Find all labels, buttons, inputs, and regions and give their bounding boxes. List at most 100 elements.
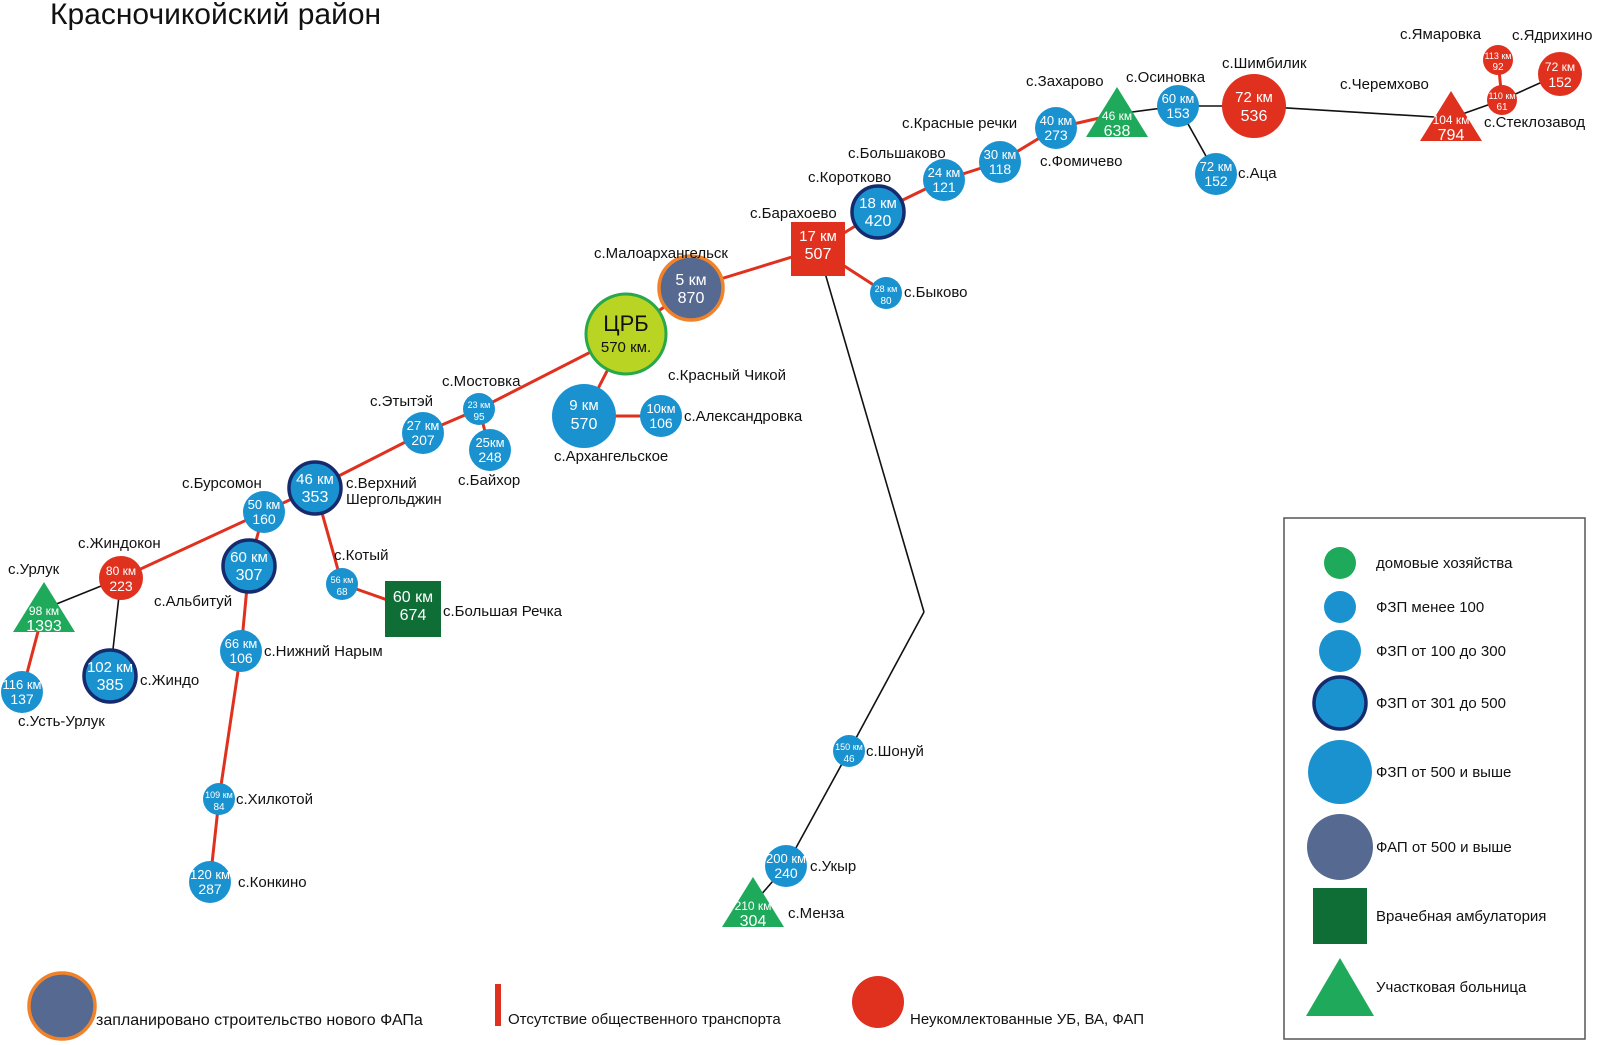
settlement-crb-distance: 570 км.	[601, 339, 651, 356]
settlement-konkino-label: с.Конкино	[238, 874, 307, 891]
settlement-albituy-marker	[221, 538, 277, 594]
bottom-legend-item-red-bar: Отсутствие общественного транспорта	[495, 984, 781, 1028]
settlement-bolrechka-distance: 60 км	[393, 589, 433, 606]
settlement-khilkotoy-distance: 109 км	[205, 790, 233, 800]
legend-item-fzp_s: ФЗП менее 100	[1324, 591, 1484, 623]
settlement-mostovka-population: 95	[473, 412, 485, 423]
settlement-bykovo-marker	[870, 277, 902, 309]
settlement-nnarym-distance: 66 км	[225, 636, 258, 651]
legend-label-fzp_l: ФЗП от 500 и выше	[1376, 764, 1511, 781]
settlement-bykovo: 28 км 80 с.Быково	[870, 277, 968, 309]
settlement-bykovo-label: с.Быково	[904, 284, 968, 301]
legend-item-fzp_ring: ФЗП от 301 до 500	[1312, 675, 1506, 731]
bottom-legend-symbol-red-circle	[852, 976, 904, 1028]
settlement-menza-label: с.Менза	[788, 905, 845, 922]
settlement-ukyr-label: с.Укыр	[810, 858, 856, 875]
map-title: Красночикойский район	[50, 0, 381, 31]
bottom-legend-symbol-red-bar	[495, 984, 501, 1026]
settlement-bursomon-distance: 50 км	[248, 497, 281, 512]
settlement-krchikoy-marker	[657, 254, 725, 322]
legend-item-fzp_m: ФЗП от 100 до 300	[1319, 630, 1506, 672]
settlement-shonuy-distance: 150 км	[835, 742, 863, 752]
settlement-zakharovo-distance: 46 км	[1102, 109, 1132, 123]
settlement-krrechki-distance: 40 км	[1040, 113, 1073, 128]
legend-item-fzp_l: ФЗП от 500 и выше	[1308, 740, 1511, 804]
settlement-usturluk-label: с.Усть-Урлук	[18, 713, 105, 730]
settlement-yadrikhino-label: с.Ядрихино	[1512, 27, 1592, 44]
settlement-steklozavod-marker	[1420, 91, 1482, 141]
settlement-krrechki-population: 273	[1044, 127, 1068, 143]
road-barakhoevo-bend	[817, 248, 925, 613]
settlement-krchikoy-label: с.Красный Чикой	[668, 367, 786, 384]
settlement-osinovka-label: с.Осиновка	[1126, 69, 1206, 86]
settlement-osinovka-population: 153	[1166, 105, 1190, 121]
settlement-krchikoy-distance: 5 км	[675, 272, 706, 289]
settlement-atsa-distance: 72 км	[1200, 159, 1233, 174]
settlement-zhindo-population: 385	[97, 677, 124, 694]
settlement-bursomon-marker	[243, 491, 285, 533]
settlement-kotyy-label: с.Котый	[334, 547, 388, 564]
settlement-menza-marker	[722, 877, 784, 927]
settlement-crb-marker	[584, 292, 668, 376]
settlement-steklozavod-label: с.Стеклозавод	[1484, 114, 1585, 131]
settlement-zakharovo-marker	[1086, 87, 1148, 137]
settlement-konkino-marker	[189, 861, 231, 903]
settlement-urluk-marker	[13, 582, 75, 632]
settlement-urluk-population: 1393	[26, 618, 62, 635]
settlement-yamarovka-population: 92	[1492, 62, 1504, 73]
settlement-korotkovo-marker	[850, 184, 906, 240]
settlement-baikhor-label: с.Байхор	[458, 472, 520, 489]
settlement-barakhoevo-population: 507	[805, 246, 832, 263]
bottom-legend-item-fap-planned: запланировано строительство нового ФАПа	[27, 971, 423, 1041]
settlement-vshergoldzhin-distance: 46 км	[296, 471, 334, 488]
legend-symbol-fzp_l	[1308, 740, 1372, 804]
settlement-zhindokon-marker	[99, 556, 143, 600]
settlement-etytey-label: с.Этытэй	[370, 393, 433, 410]
settlement-etytey-population: 207	[411, 432, 435, 448]
legend-label-fzp_ring: ФЗП от 301 до 500	[1376, 695, 1506, 712]
legend-symbol-fzp_ring	[1312, 675, 1368, 731]
settlement-mostovka-label: с.Мостовка	[442, 373, 521, 390]
settlement-malo-label: с.Малоархангельск	[594, 245, 728, 262]
settlement-bykovo-population: 80	[880, 296, 892, 307]
settlement-baikhor-distance: 25км	[475, 435, 504, 450]
settlement-bolrechka-label: с.Большая Речка	[443, 603, 563, 620]
settlement-mostovka-distance: 23 км	[468, 400, 491, 410]
legend-item-ub: Участковая больница	[1306, 958, 1527, 1016]
settlement-yadrikhino-distance: 72 км	[1545, 60, 1575, 74]
bottom-legend-label-red-circle: Неукомлектованные УБ, ВА, ФАП	[910, 1011, 1144, 1028]
settlement-shimbilik-marker	[1222, 74, 1286, 138]
settlement-nnarym-marker	[220, 630, 262, 672]
settlement-zhindo-label: с.Жиндо	[140, 672, 199, 689]
settlement-bykovo-distance: 28 км	[875, 284, 898, 294]
settlement-barakhoevo-label: с.Барахоево	[750, 205, 837, 222]
settlement-aleksandrovka-distance: 10км	[646, 401, 675, 416]
road-bursomon-zhindokon	[120, 510, 265, 580]
legend-label-fzp_m: ФЗП от 100 до 300	[1376, 643, 1506, 660]
legend-label-fap_l: ФАП от 500 и выше	[1376, 839, 1512, 856]
settlement-bolrechka-population: 674	[400, 607, 427, 624]
settlement-etytey-marker	[402, 412, 444, 454]
settlement-vshergoldzhin-marker	[287, 460, 343, 516]
settlement-bolshakovo-distance: 24 км	[928, 165, 961, 180]
legend-item-fap_l: ФАП от 500 и выше	[1307, 814, 1512, 880]
settlement-arkhangelskoe-population: 570	[571, 416, 598, 433]
settlement-krrechki-marker	[1035, 107, 1077, 149]
bottom-legend-label-red-bar: Отсутствие общественного транспорта	[508, 1011, 781, 1028]
settlement-usturluk-marker	[1, 671, 43, 713]
settlement-nnarym-population: 106	[229, 650, 253, 666]
